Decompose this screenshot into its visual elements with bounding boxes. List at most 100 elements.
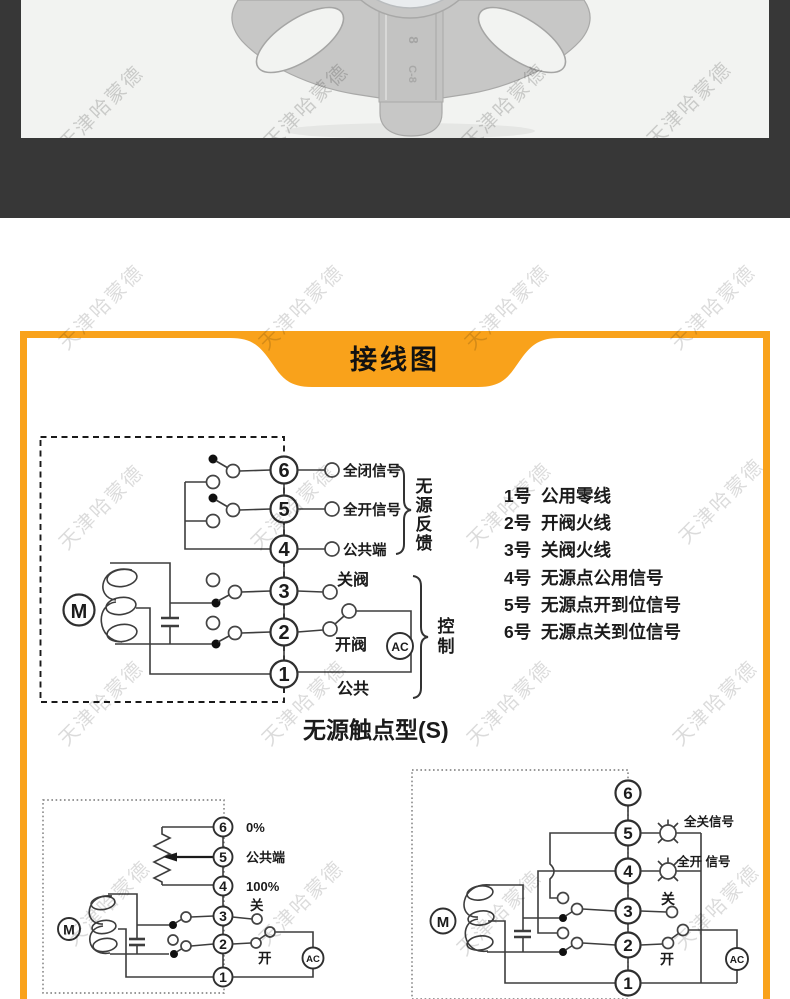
legend-label: 无源点开到位信号 bbox=[541, 595, 681, 615]
label-close: 关 bbox=[661, 891, 675, 907]
right-wing-hole bbox=[477, 6, 567, 74]
motor-coil bbox=[466, 935, 494, 951]
lamp-open-signal bbox=[657, 857, 679, 882]
panel-title: 接线图 bbox=[350, 345, 440, 375]
motor-coil bbox=[106, 623, 138, 643]
output-point bbox=[324, 501, 340, 517]
casting-mark-top: 8 bbox=[406, 36, 421, 43]
motor-symbol bbox=[429, 907, 457, 935]
terminal-number: 4 bbox=[623, 862, 633, 881]
legend-num: 6号 bbox=[504, 622, 531, 642]
label-control: 控制 bbox=[438, 616, 455, 656]
legend-num: 5号 bbox=[504, 595, 531, 615]
external-switch-point bbox=[341, 603, 357, 619]
ac-source bbox=[301, 946, 325, 970]
control-brace bbox=[412, 575, 429, 699]
label-passive-feedback: 无源反馈 bbox=[415, 477, 433, 553]
terminal-number: 5 bbox=[278, 499, 289, 521]
terminal-number: 2 bbox=[278, 622, 289, 644]
terminal-number: 4 bbox=[278, 539, 290, 561]
terminal-column: 6 5 4 3 2 1 bbox=[614, 779, 642, 997]
label-close-valve: 关阀 bbox=[337, 570, 369, 589]
output-point bbox=[322, 621, 338, 637]
ac-source bbox=[386, 632, 414, 660]
contact-dot bbox=[169, 921, 177, 929]
output-point bbox=[324, 462, 340, 478]
motor-coil bbox=[91, 919, 117, 935]
contact-point bbox=[556, 891, 570, 905]
contact-dot bbox=[208, 493, 218, 503]
label-open-valve: 开阀 bbox=[335, 635, 367, 654]
motor-coil bbox=[466, 885, 494, 901]
motor-symbol bbox=[62, 593, 96, 627]
label-100pct: 100% bbox=[246, 879, 280, 894]
contact-dot bbox=[559, 914, 567, 922]
terminal-number: 1 bbox=[219, 969, 227, 985]
terminal-number: 6 bbox=[278, 460, 289, 482]
lamp-feedback-diagram: M 6 5 bbox=[411, 769, 749, 999]
motor-coil bbox=[467, 910, 495, 926]
external-point bbox=[665, 905, 679, 919]
terminal-number: 5 bbox=[219, 849, 227, 865]
contact-point bbox=[180, 940, 192, 952]
contact-dot bbox=[559, 948, 567, 956]
hub-ring bbox=[359, 0, 461, 19]
external-switch-point bbox=[676, 923, 690, 937]
legend-num: 3号 bbox=[504, 540, 531, 560]
casting-mark-bottom: C-8 bbox=[406, 65, 418, 83]
potentiometer-resistor bbox=[152, 827, 172, 885]
external-switch-point bbox=[264, 926, 276, 938]
motor-label: M bbox=[63, 922, 75, 938]
contact-point bbox=[227, 625, 243, 641]
terminal-number: 2 bbox=[623, 936, 632, 955]
contact-point bbox=[225, 463, 241, 479]
legend-label: 无源点关到位信号 bbox=[541, 622, 681, 642]
hub-disc bbox=[375, 0, 445, 9]
legend-label: 公用零线 bbox=[541, 486, 611, 506]
terminal-number: 2 bbox=[219, 936, 227, 952]
product-photo-section: 8 C-8 天津哈蒙德天津哈蒙德天津哈蒙德天津哈蒙德 bbox=[0, 0, 790, 218]
wiper-arrow bbox=[163, 852, 177, 862]
terminal-number: 6 bbox=[623, 784, 632, 803]
motor-coil bbox=[106, 568, 138, 588]
terminal-number: 6 bbox=[219, 819, 227, 835]
external-point bbox=[250, 937, 262, 949]
terminal-number: 3 bbox=[219, 908, 227, 924]
contact-point bbox=[556, 926, 570, 940]
terminal-number: 3 bbox=[623, 902, 632, 921]
contact-dot bbox=[208, 454, 218, 464]
label-common-terminal: 公共端 bbox=[246, 850, 285, 865]
motor-symbol bbox=[57, 917, 81, 941]
terminal-number: 5 bbox=[623, 824, 632, 843]
motor-coil bbox=[90, 895, 116, 911]
contact-dot bbox=[170, 950, 178, 958]
title-tab bbox=[230, 331, 560, 387]
label-open: 开 bbox=[258, 951, 272, 966]
contact-point bbox=[180, 911, 192, 923]
external-point bbox=[661, 936, 675, 950]
terminal-number: 3 bbox=[278, 581, 289, 603]
motor-label: M bbox=[437, 914, 450, 931]
ac-label: AC bbox=[391, 640, 409, 654]
legend-label: 开阀火线 bbox=[541, 513, 611, 533]
ac-label: AC bbox=[730, 955, 744, 966]
passive-contact-diagram: M bbox=[39, 436, 455, 743]
label-open: 开 bbox=[660, 951, 674, 967]
label-common: 公共 bbox=[337, 680, 369, 698]
motor-label: M bbox=[71, 601, 88, 623]
label-full-close-signal: 全闭信号 bbox=[342, 462, 401, 480]
legend-label: 关阀火线 bbox=[541, 540, 611, 560]
contact-point bbox=[225, 502, 241, 518]
actuator-boundary-dotted bbox=[42, 799, 225, 994]
output-point bbox=[322, 584, 338, 600]
panel-border bbox=[20, 331, 770, 999]
feedback-brace bbox=[395, 465, 412, 555]
legend-num: 1号 bbox=[504, 486, 531, 506]
legend-num: 2号 bbox=[504, 513, 531, 533]
output-point bbox=[324, 541, 340, 557]
external-point bbox=[251, 913, 263, 925]
actuator-boundary-dashed bbox=[39, 436, 285, 703]
label-full-open-signal: 全开 信号 bbox=[676, 854, 730, 869]
label-close: 关 bbox=[250, 897, 264, 913]
